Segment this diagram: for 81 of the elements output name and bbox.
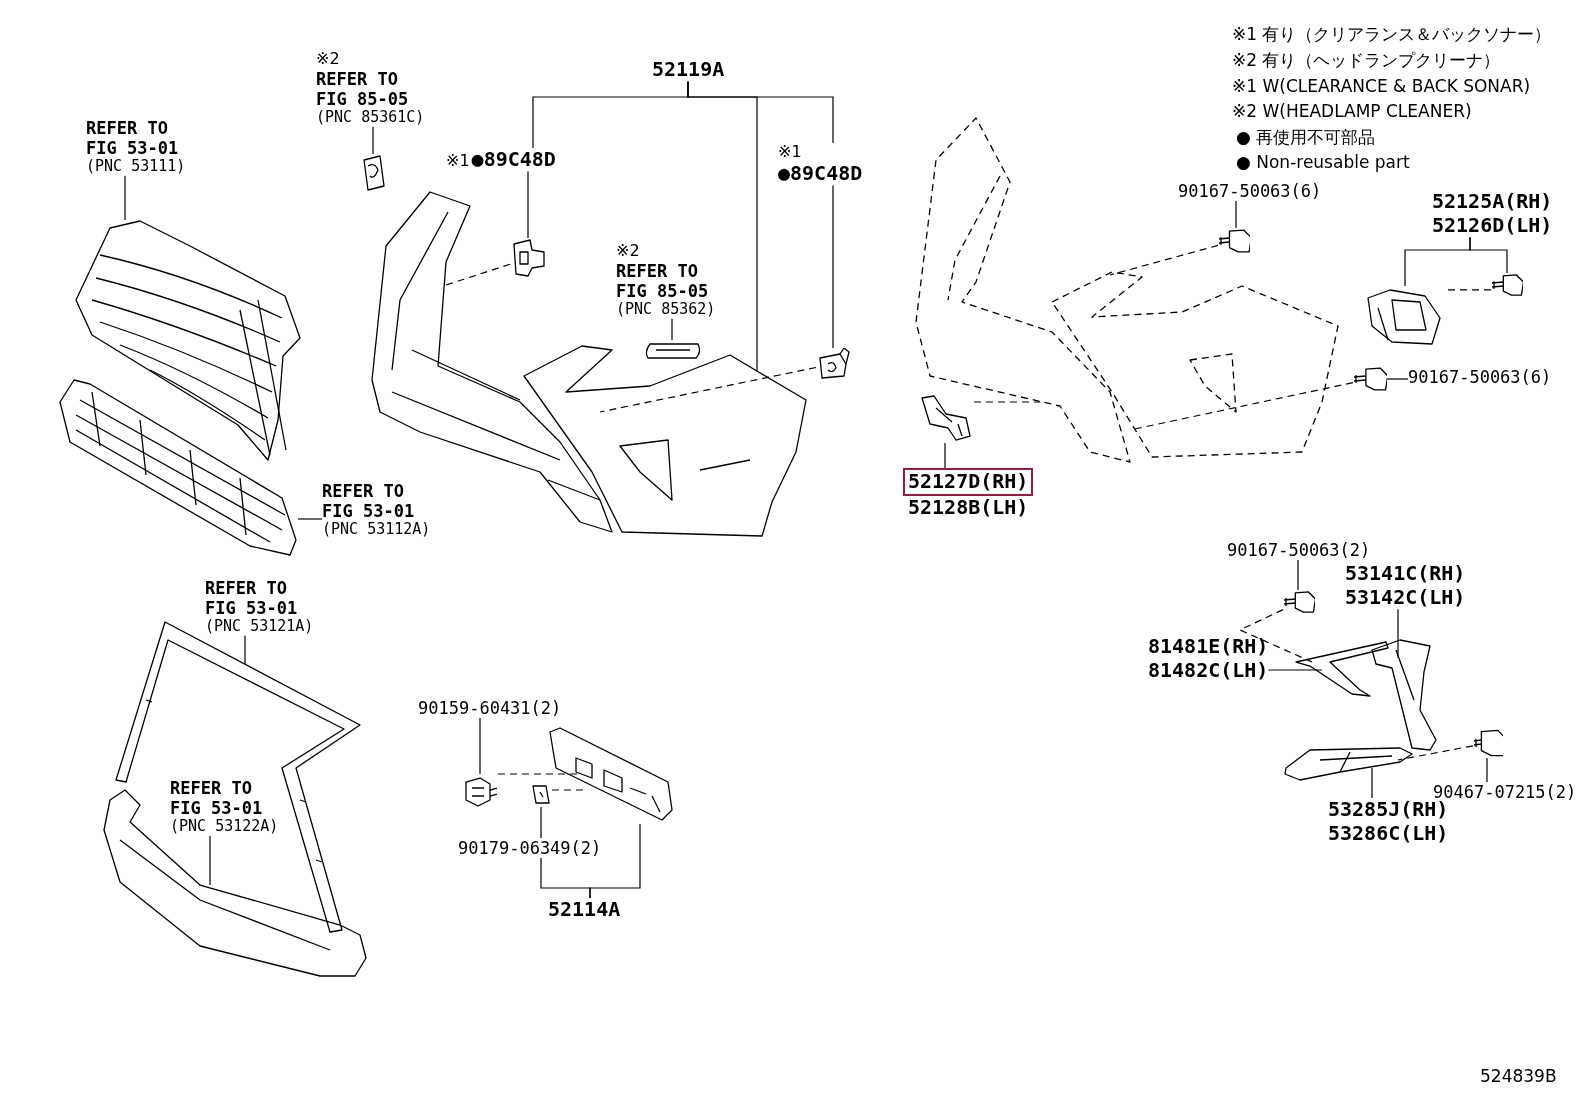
- leader-line: [479, 717, 481, 775]
- part-number: ●89C48D: [778, 161, 863, 186]
- part-number: 81481E(RH): [1148, 635, 1269, 659]
- part-number: 52114A: [548, 898, 621, 922]
- reference-note: (PNC 53122A): [170, 818, 279, 836]
- condition-mark: ※2: [316, 50, 341, 69]
- reference-note: REFER TO FIG 85-05: [616, 260, 710, 301]
- part-number: 52125A(RH): [1432, 190, 1553, 214]
- leader-line: [1297, 559, 1299, 591]
- part-number: 90167-50063(2): [1227, 540, 1371, 561]
- highlighted-part-number: 52127D(RH): [903, 468, 1034, 496]
- leader-line: [124, 175, 126, 221]
- dashed-line: [1397, 745, 1474, 761]
- reference-note: (PNC 85362): [616, 300, 717, 319]
- leader-line: [1397, 608, 1399, 659]
- clip-drawing: [1353, 366, 1387, 392]
- leader-line: [527, 171, 529, 239]
- reference-note: REFER TO FIG 53-01: [170, 778, 264, 819]
- reference-note: (PNC 53121A): [205, 618, 314, 636]
- dashed-line: [445, 263, 511, 286]
- leader-line: [1386, 378, 1409, 380]
- dashed-line: [1238, 609, 1313, 663]
- part-number: 52126D(LH): [1432, 213, 1553, 238]
- note-text: ※1 有り（クリアランス＆バックソナー）: [1232, 24, 1552, 45]
- condition-mark: ※1: [446, 152, 470, 171]
- part-number: 53286C(LH): [1328, 821, 1449, 846]
- clip-drawing: [1283, 590, 1315, 614]
- bracket-drawing: [918, 393, 974, 443]
- leader-line: [671, 318, 673, 341]
- grille-drawing: [74, 220, 302, 462]
- reference-note: REFER TO FIG 85-05: [316, 68, 410, 109]
- part-number: 53141C(RH): [1345, 562, 1466, 586]
- leader-line: [1371, 767, 1373, 799]
- sensor-drawing: [510, 238, 548, 278]
- note-text: ※1 W(CLEARANCE & BACK SONAR): [1232, 76, 1531, 97]
- cover-drawing: [643, 340, 703, 362]
- bolt-drawing: [462, 774, 498, 808]
- reference-note: (PNC 53111): [86, 158, 187, 176]
- leader-line: [1267, 669, 1323, 671]
- note-text: ● Non-reusable part: [1236, 152, 1410, 173]
- part-number: 52128B(LH): [908, 495, 1030, 520]
- cover-drawing: [360, 154, 388, 192]
- note-text: ● 再使用不可部品: [1236, 127, 1376, 148]
- leader-line: [372, 126, 374, 155]
- part-number: 90179-06349(2): [458, 838, 602, 859]
- part-number: 90167-50063(6): [1178, 181, 1322, 202]
- reference-note: (PNC 53112A): [322, 521, 431, 539]
- leader-line: [832, 184, 834, 349]
- nut-drawing: [530, 783, 552, 807]
- reference-note: (PNC 85361C): [316, 108, 425, 127]
- part-number: 81482C(LH): [1148, 658, 1269, 683]
- sensor-drawing: [816, 348, 850, 380]
- part-number: 52119A: [652, 58, 725, 82]
- dashed-line: [599, 366, 817, 413]
- clip-drawing: [1491, 273, 1523, 297]
- part-number: 90159-60431(2): [418, 698, 562, 719]
- leader-line: [687, 81, 758, 373]
- clip-drawing: [1473, 728, 1503, 758]
- leader-line: [944, 442, 946, 469]
- note-text: ※2 W(HEADLAMP CLEANER): [1232, 101, 1472, 122]
- part-number: ●89C48D: [471, 148, 556, 172]
- condition-mark: ※2: [616, 242, 641, 261]
- leader-line: [1235, 200, 1237, 229]
- leader-line: [589, 823, 641, 899]
- note-text: ※2 有り（ヘッドランプクリーナ）: [1232, 50, 1501, 71]
- leader-line: [297, 518, 323, 520]
- leader-line: [1486, 757, 1488, 783]
- reference-note: REFER TO FIG 53-01: [205, 578, 299, 619]
- drawing-number: 524839B: [1480, 1066, 1557, 1087]
- leader-line: [540, 806, 542, 839]
- reference-note: REFER TO FIG 53-01: [322, 481, 416, 522]
- leader-line: [1469, 236, 1508, 274]
- part-number: 53142C(LH): [1345, 585, 1466, 610]
- leader-line: [244, 635, 246, 665]
- condition-mark: ※1: [778, 143, 803, 162]
- dashed-line: [1109, 244, 1219, 276]
- part-number: 90167-50063(6): [1408, 367, 1552, 388]
- reference-note: REFER TO FIG 53-01: [86, 118, 180, 159]
- clip-drawing: [1218, 228, 1250, 254]
- grille-drawing: [58, 378, 298, 558]
- leader-line: [209, 835, 211, 886]
